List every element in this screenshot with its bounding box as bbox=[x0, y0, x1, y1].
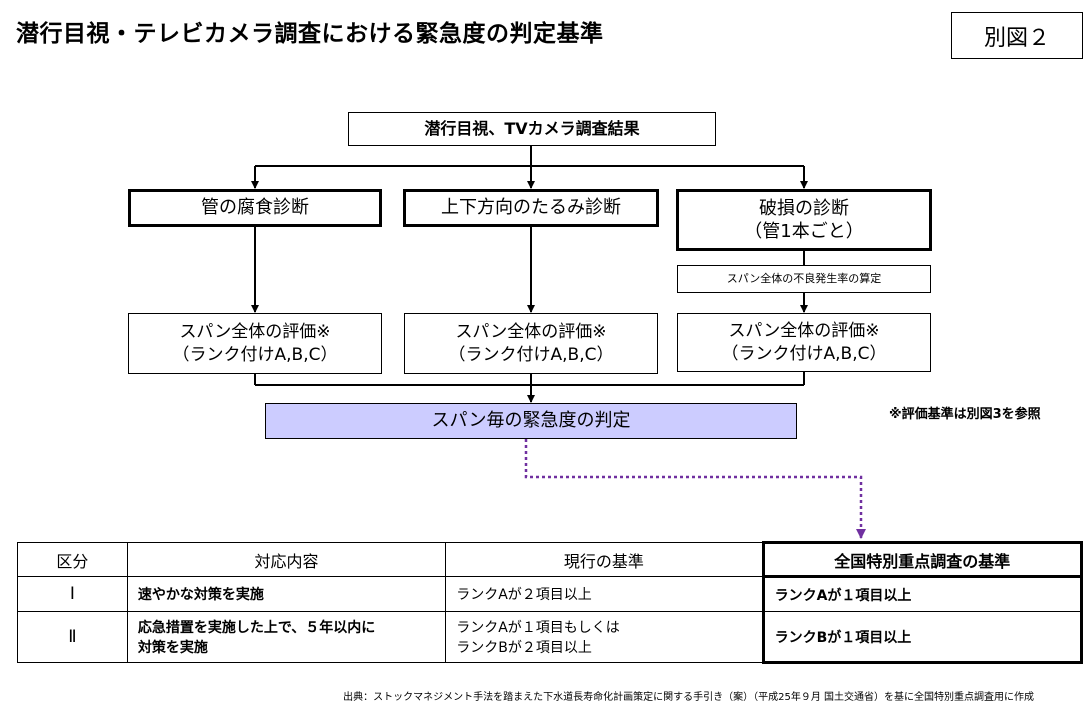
evaluation-box-corrosion: スパン全体の評価※ （ランク付けA,B,C） bbox=[128, 313, 382, 374]
current-criteria-line: ランクAが２項目以上 bbox=[456, 587, 592, 603]
evaluation-line: （ランク付けA,B,C） bbox=[172, 344, 338, 365]
reference-note: ※評価基準は別図3を参照 bbox=[889, 407, 1041, 422]
current-criteria-line: ランクAが１項目もしくは bbox=[456, 620, 620, 636]
category-cell: Ⅰ bbox=[17, 576, 128, 612]
special-criteria-cell: ランクAが１項目以上 bbox=[761, 576, 1084, 612]
header-action: 対応内容 bbox=[126, 542, 447, 577]
table-row: Ⅱ 応急措置を実施した上で、５年以内に 対策を実施 ランクAが１項目もしくは ラ… bbox=[17, 611, 1084, 664]
evaluation-box-damage: スパン全体の評価※ （ランク付けA,B,C） bbox=[677, 313, 931, 372]
figure-label: 別図２ bbox=[951, 12, 1083, 59]
damage-diagnosis-line: （管1本ごと） bbox=[744, 221, 864, 242]
header-special: 全国特別重点調査の基準 bbox=[761, 541, 1084, 578]
damage-diagnosis-box: 破損の診断 （管1本ごと） bbox=[676, 189, 932, 251]
evaluation-box-sag: スパン全体の評価※ （ランク付けA,B,C） bbox=[404, 313, 658, 374]
current-criteria-cell: ランクAが１項目もしくは ランクBが２項目以上 bbox=[445, 611, 764, 663]
action-cell: 応急措置を実施した上で、５年以内に 対策を実施 bbox=[126, 611, 447, 663]
dotted-arrow bbox=[524, 439, 866, 539]
source-note: 出典：ストックマネジメント手法を踏まえた下水道長寿命化計画策定に関する手引き（案… bbox=[343, 692, 1034, 703]
header-category: 区分 bbox=[17, 542, 128, 577]
urgency-judgement-box: スパン毎の緊急度の判定 bbox=[265, 403, 797, 439]
damage-diagnosis-line: 破損の診断 bbox=[759, 197, 849, 219]
action-line: 速やかな対策を実施 bbox=[137, 587, 264, 603]
evaluation-line: （ランク付けA,B,C） bbox=[448, 344, 614, 365]
action-cell: 速やかな対策を実施 bbox=[126, 576, 447, 612]
page-title: 潜行目視・テレビカメラ調査における緊急度の判定基準 bbox=[16, 21, 604, 47]
special-criteria-cell: ランクBが１項目以上 bbox=[761, 611, 1084, 664]
action-line: 応急措置を実施した上で、５年以内に bbox=[137, 620, 376, 636]
category-cell: Ⅱ bbox=[17, 611, 128, 663]
evaluation-line: （ランク付けA,B,C） bbox=[721, 343, 887, 364]
header-current: 現行の基準 bbox=[445, 542, 764, 577]
criteria-table: 区分 対応内容 現行の基準 全国特別重点調査の基準 Ⅰ 速やかな対策を実施 ラン… bbox=[17, 541, 1084, 664]
evaluation-line: スパン全体の評価※ bbox=[455, 322, 607, 343]
defect-rate-box: スパン全体の不良発生率の算定 bbox=[677, 265, 931, 293]
table-header-row: 区分 対応内容 現行の基準 全国特別重点調査の基準 bbox=[17, 541, 1084, 578]
evaluation-line: スパン全体の評価※ bbox=[179, 322, 331, 343]
action-line: 対策を実施 bbox=[137, 640, 208, 656]
corrosion-diagnosis-box: 管の腐食診断 bbox=[128, 189, 382, 227]
current-criteria-cell: ランクAが２項目以上 bbox=[445, 576, 764, 612]
current-criteria-line: ランクBが２項目以上 bbox=[456, 640, 592, 656]
survey-result-box: 潜行目視、TVカメラ調査結果 bbox=[348, 112, 716, 146]
table-row: Ⅰ 速やかな対策を実施 ランクAが２項目以上 ランクAが１項目以上 bbox=[17, 576, 1084, 612]
sag-diagnosis-box: 上下方向のたるみ診断 bbox=[403, 189, 659, 227]
evaluation-line: スパン全体の評価※ bbox=[728, 321, 880, 342]
